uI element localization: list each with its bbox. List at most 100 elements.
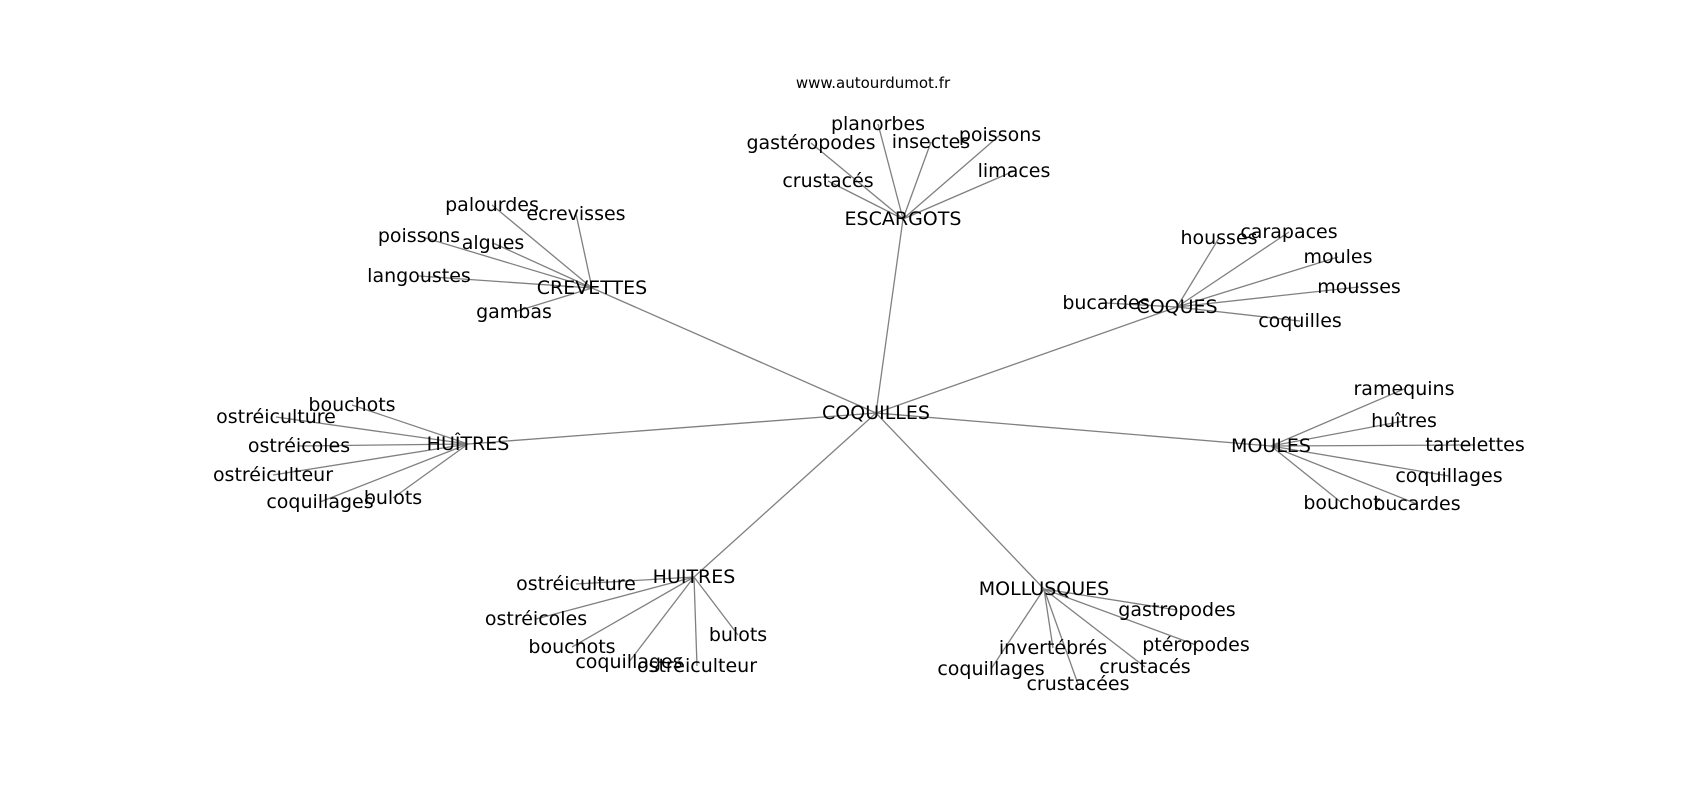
edge-center-to-hub <box>875 412 1272 447</box>
edge-hub-to-leaf <box>1270 445 1450 477</box>
edge-hub-to-leaf <box>575 213 593 289</box>
leaf-node-label: coquillages <box>266 491 373 513</box>
leaf-node-label: ostréicoles <box>248 435 350 457</box>
leaf-node-label: ecrevisses <box>526 203 625 225</box>
leaf-node-label: invertébrés <box>999 637 1107 659</box>
edge-center-to-hub <box>591 287 877 414</box>
edge-hub-to-leaf <box>1176 237 1220 308</box>
edge-hub-to-leaf <box>1270 445 1418 505</box>
edge-hub-to-leaf <box>810 142 904 220</box>
edge-hub-to-leaf <box>319 443 469 503</box>
leaf-node-label: ptéropodes <box>1142 634 1250 656</box>
hub-node-label: MOULES <box>1231 435 1311 457</box>
hub-node-label: MOLLUSQUES <box>979 578 1109 600</box>
edge-hub-to-leaf <box>1105 302 1178 308</box>
leaf-node-label: crustacés <box>782 170 873 192</box>
labels: www.autourdumot.fr COQUILLESplanorbesgas… <box>213 74 1525 695</box>
leaf-node-label: ostréicoles <box>485 608 587 630</box>
edge-hub-to-leaf <box>1270 445 1343 504</box>
hub-node-label: ESCARGOTS <box>845 208 962 230</box>
hub-node-label: CREVETTES <box>537 277 647 299</box>
leaf-node-label: bucardes <box>1373 493 1460 515</box>
leaf-node-label: housses <box>1180 227 1257 249</box>
edge-hub-to-leaf <box>1043 588 1079 685</box>
leaf-node-label: limaces <box>978 160 1051 182</box>
leaf-node-label: bouchots <box>528 636 615 658</box>
leaf-node-label: ostréiculteur <box>213 464 333 486</box>
leaf-node-label: insectes <box>892 131 970 153</box>
leaf-node-label: coquillages <box>575 651 682 673</box>
edge-hub-to-leaf <box>351 404 469 445</box>
leaf-node-label: carapaces <box>1240 221 1337 243</box>
edge-hub-to-leaf <box>272 443 469 476</box>
edge-hub-to-leaf <box>1043 588 1197 646</box>
edge-hub-to-leaf <box>1270 388 1405 447</box>
edge-hub-to-leaf <box>571 576 695 648</box>
edge-center-to-hub <box>693 412 877 578</box>
edge-hub-to-leaf <box>513 287 593 313</box>
edge-hub-to-leaf <box>298 443 469 447</box>
leaf-node-label: coquillages <box>1395 465 1502 487</box>
hub-node-label: HUÎTRES <box>427 432 510 455</box>
leaf-node-label: ostréiculture <box>216 406 336 428</box>
edge-hub-to-leaf <box>535 576 695 620</box>
edge-center-to-hub <box>875 218 904 414</box>
hub-node-label: HUITRES <box>653 566 736 588</box>
leaf-node-label: bulots <box>709 624 767 646</box>
leaf-node-label: algues <box>462 232 525 254</box>
leaf-node-label: ostréiculture <box>516 573 636 595</box>
leaf-node-label: tartelettes <box>1425 434 1525 456</box>
leaf-node-label: gastéropodes <box>746 132 875 154</box>
leaf-node-label: huîtres <box>1371 410 1437 432</box>
leaf-node-label: poissons <box>378 225 460 247</box>
edge-hub-to-leaf <box>1270 420 1405 447</box>
hub-node-label: COQUES <box>1136 296 1217 318</box>
edge-hub-to-leaf <box>418 235 593 289</box>
leaf-node-label: bulots <box>364 487 422 509</box>
edge-hub-to-leaf <box>1176 306 1301 322</box>
leaf-node-label: palourdes <box>445 194 539 216</box>
edge-hub-to-leaf <box>693 576 698 667</box>
edge-hub-to-leaf <box>877 123 904 220</box>
leaf-node-label: crustacés <box>1099 656 1190 678</box>
edge-hub-to-leaf <box>492 242 593 289</box>
edge-hub-to-leaf <box>902 170 1015 220</box>
leaf-node-label: langoustes <box>367 265 471 287</box>
edge-hub-to-leaf <box>827 180 904 220</box>
edge-hub-to-leaf <box>990 588 1045 670</box>
edge-center-to-hub <box>467 412 877 445</box>
edge-hub-to-leaf <box>902 141 932 220</box>
source-label: www.autourdumot.fr <box>796 74 951 92</box>
edge-hub-to-leaf <box>575 576 695 585</box>
leaf-node-label: coquillages <box>937 658 1044 680</box>
leaf-node-label: ostréiculteur <box>637 655 757 677</box>
edge-hub-to-leaf <box>1043 588 1178 611</box>
leaf-node-label: mousses <box>1317 276 1401 298</box>
leaf-node-label: ramequins <box>1354 378 1455 400</box>
edge-hub-to-leaf <box>1270 444 1476 447</box>
leaf-node-label: bouchots <box>308 394 395 416</box>
leaf-node-label: poissons <box>959 124 1041 146</box>
edge-hub-to-leaf <box>1043 588 1146 668</box>
leaf-node-label: gambas <box>476 301 552 323</box>
edge-hub-to-leaf <box>902 134 1001 220</box>
edges <box>272 123 1476 685</box>
edge-hub-to-leaf <box>418 275 593 289</box>
leaf-node-label: planorbes <box>831 113 925 135</box>
leaf-node-label: gastropodes <box>1118 599 1235 621</box>
edge-center-to-hub <box>875 306 1178 414</box>
edge-hub-to-leaf <box>628 576 695 663</box>
leaf-node-label: bucardes <box>1062 292 1149 314</box>
edge-hub-to-leaf <box>392 443 469 499</box>
edge-hub-to-leaf <box>693 576 739 636</box>
leaf-node-label: moules <box>1303 246 1372 268</box>
center-node-label: COQUILLES <box>822 402 930 424</box>
edge-hub-to-leaf <box>1176 231 1290 308</box>
leaf-node-label: crustacées <box>1026 673 1129 695</box>
edge-hub-to-leaf <box>1176 286 1360 308</box>
edge-hub-to-leaf <box>1176 256 1339 308</box>
edge-hub-to-leaf <box>1043 588 1054 649</box>
edge-center-to-hub <box>875 412 1045 590</box>
leaf-node-label: bouchot <box>1303 492 1380 514</box>
